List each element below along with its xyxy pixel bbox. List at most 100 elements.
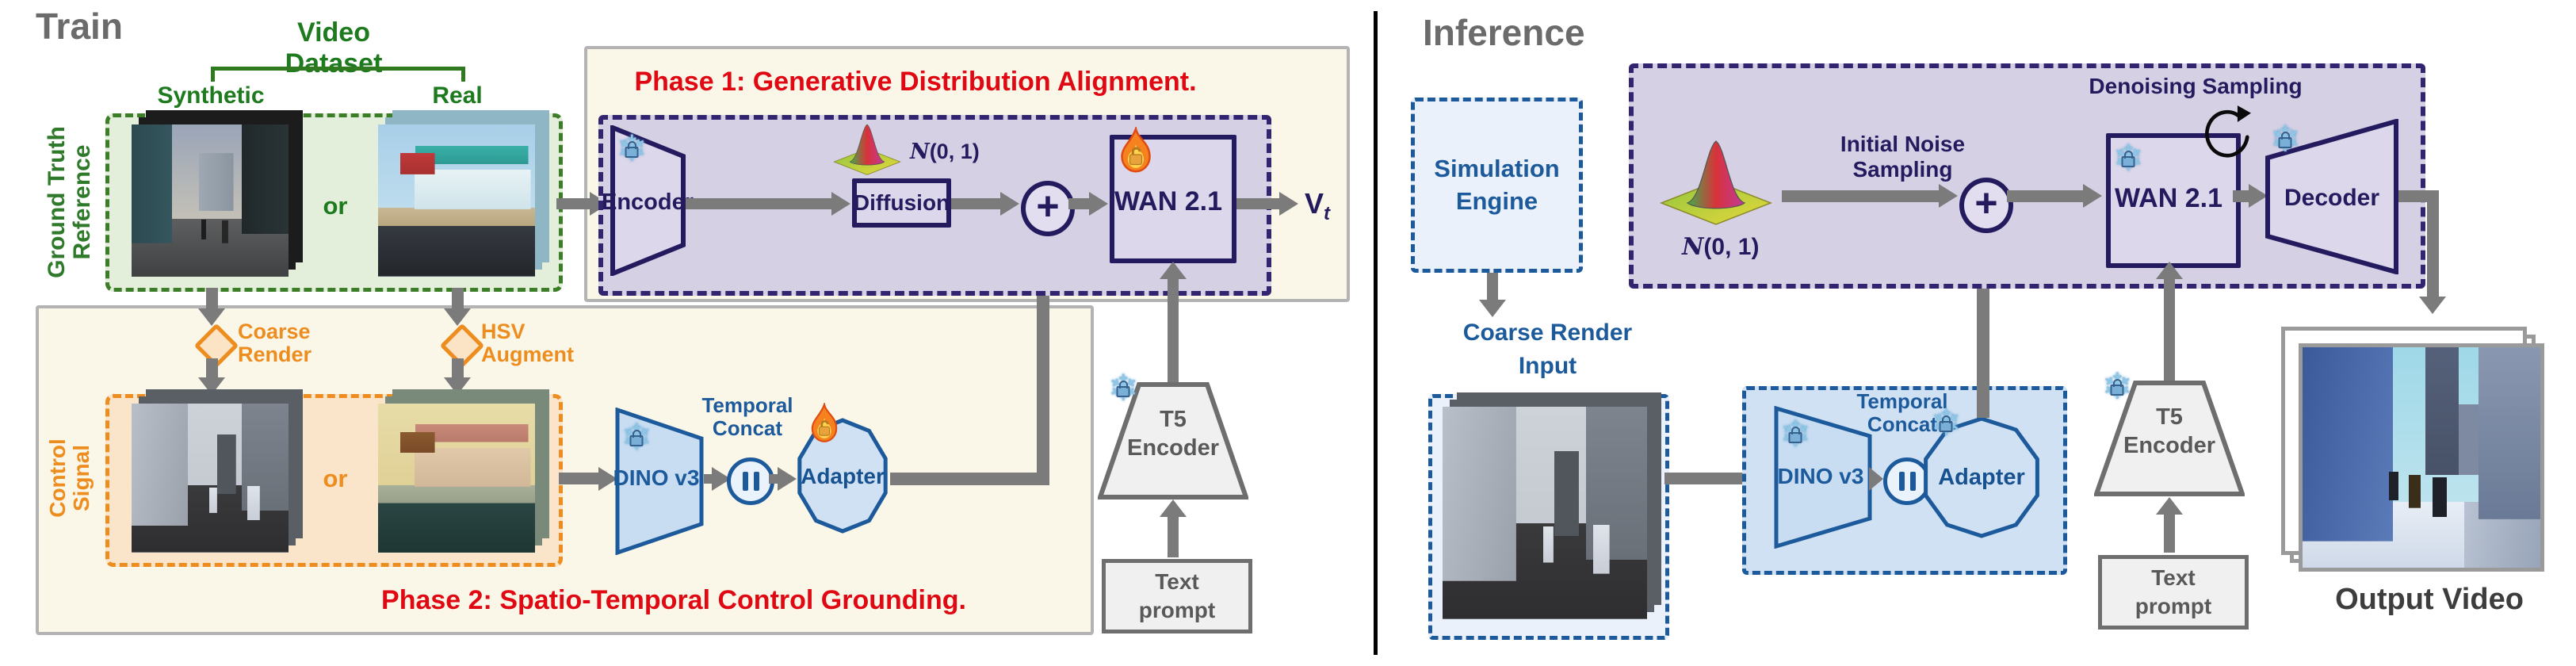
frozen-snowflake-icon: ❄	[1108, 369, 1139, 406]
dino-label: DINO v3	[1777, 464, 1864, 488]
frozen-snowflake-icon: ❄	[2113, 140, 2144, 176]
wan-label: WAN 2.1	[2114, 182, 2223, 213]
frozen-snowflake-icon: ❄	[1931, 404, 1962, 441]
denoising-loop-icon	[2205, 105, 2251, 158]
gaussian-surface-image	[1659, 140, 1773, 225]
arrow-sim-to-input	[1487, 273, 1498, 301]
arrow-diffusion-to-plus	[951, 198, 1002, 209]
output-video-label: Output Video	[2335, 582, 2524, 616]
arrow-dino-to-concat-head	[1869, 467, 1883, 491]
arrow-prompt-to-t5	[2164, 511, 2175, 553]
arrow-synthetic-down-head	[198, 308, 225, 326]
encoder-label: Encoder	[601, 189, 694, 215]
encoder-shape	[610, 125, 686, 276]
or-label-control: or	[323, 465, 348, 492]
train-section-title: Train	[36, 6, 123, 47]
arrow-sim-to-input-head	[1479, 300, 1506, 317]
video-dataset-label: Video Dataset	[285, 17, 383, 78]
synthetic-label: Synthetic	[157, 82, 265, 109]
synthetic-video-thumbnail	[132, 110, 303, 277]
control-render-thumbnail	[132, 389, 303, 553]
arrow-hsv-to-controlbox	[452, 358, 464, 379]
connector-decoder-to-output-vertical	[2427, 190, 2439, 298]
frozen-snowflake-icon: ❄	[2102, 368, 2133, 404]
connector-t5-to-wan	[2164, 278, 2175, 381]
arrow-prompt-to-t5-head	[2156, 497, 2183, 515]
arrow-prompt-to-t5	[1168, 514, 1179, 557]
coarse-render-input-label-line2: Input	[1518, 353, 1577, 379]
inference-section-title: Inference	[1423, 12, 1585, 53]
arrow-real-down-head	[444, 308, 471, 326]
arrow-encoder-to-diffusion	[686, 198, 833, 209]
output-video-thumbnail	[2281, 327, 2544, 572]
arrow-wan-to-decoder	[2233, 190, 2250, 202]
arrow-noise-to-plus-head	[1939, 184, 1958, 208]
arrow-prompt-to-t5-head	[1160, 500, 1187, 517]
dino-label: DINO v3	[613, 465, 700, 490]
arrow-noise-to-plus	[1782, 190, 1940, 202]
frozen-snowflake-icon: ❄	[617, 130, 648, 166]
arrow-control-to-dino-head	[598, 467, 617, 491]
arrow-plus-to-wan	[1068, 198, 1091, 209]
arrow-plus-to-wan-head	[1089, 192, 1108, 216]
connector-t5-to-wan-head	[1160, 262, 1187, 279]
denoising-sampling-label: Denoising Sampling	[2089, 74, 2303, 98]
arrow-concat-to-adapter	[769, 474, 780, 484]
hsv-augmented-thumbnail	[378, 389, 549, 553]
or-label-dataset: or	[323, 192, 348, 220]
plus-sum-icon: +	[1959, 178, 2013, 233]
phase2-title: Phase 2: Spatio-Temporal Control Groundi…	[381, 584, 966, 615]
connector-t5-to-wan	[1168, 276, 1179, 382]
connector-decoder-to-output-head	[2419, 297, 2446, 314]
gaussian-distribution-label: N(0, 1)	[910, 140, 980, 164]
arrow-diffusion-to-plus-head	[1000, 192, 1019, 216]
arrow-gt-to-encoder	[556, 198, 591, 209]
connector-t5-to-wan-head	[2156, 262, 2183, 279]
t5-encoder-shape	[1098, 382, 1248, 500]
connector-adapter-to-plus-horizontal	[890, 473, 1049, 485]
trainable-fire-icon	[811, 403, 838, 442]
gaussian-distribution-label: N(0, 1)	[1682, 233, 1760, 261]
arrow-control-to-dino	[559, 473, 600, 484]
adapter-label: Adapter	[1938, 464, 2025, 490]
gaussian-surface-image	[833, 124, 901, 175]
trainable-fire-icon	[1121, 127, 1151, 173]
predicted-velocity-label: Vt	[1305, 187, 1331, 225]
decoder-label: Decoder	[2284, 185, 2380, 211]
dataset-bracket	[211, 67, 465, 82]
arrow-wan-to-decoder-head	[2249, 184, 2268, 208]
arrow-wan-to-output-head	[1279, 192, 1298, 216]
adapter-shape	[797, 418, 888, 534]
arrow-concat-to-adapter-head	[778, 467, 797, 491]
arrow-plus-to-wan	[2007, 190, 2085, 202]
wan-label: WAN 2.1	[1114, 186, 1223, 216]
arrow-real-down	[452, 288, 464, 310]
frozen-snowflake-icon: ❄	[2270, 121, 2301, 157]
decoder-shape	[2265, 119, 2398, 274]
plus-sum-icon: +	[1021, 181, 1075, 236]
temporal-concat-pause-icon	[727, 457, 774, 505]
diffusion-box: Diffusion	[852, 178, 951, 228]
t5-encoder-shape	[2094, 381, 2245, 496]
section-divider	[1374, 11, 1378, 655]
frozen-snowflake-icon: ❄	[621, 419, 652, 455]
adapter-shape	[1924, 416, 2039, 538]
frozen-snowflake-icon: ❄	[1780, 415, 1811, 452]
arrow-encoder-to-diffusion-head	[831, 192, 850, 216]
real-label: Real	[432, 82, 483, 109]
real-video-thumbnail	[378, 110, 549, 277]
adapter-label: Adapter	[801, 464, 885, 488]
